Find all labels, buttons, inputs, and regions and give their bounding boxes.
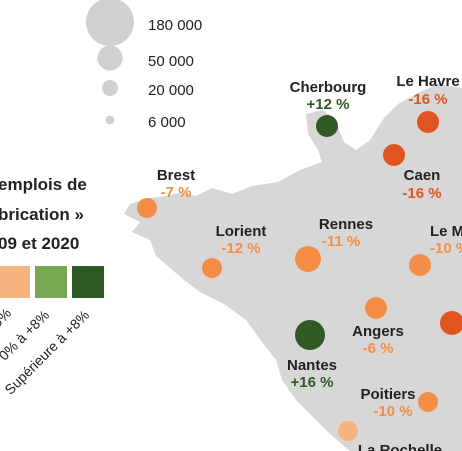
- city-marker-angers: [365, 297, 387, 319]
- size-legend: 180 000 50 000 20 000 6 000: [86, 0, 202, 131]
- size-legend-label: 50 000: [148, 53, 194, 70]
- city-marker-brest: [137, 198, 157, 218]
- city-marker-lorient: [202, 258, 222, 278]
- size-legend-label: 180 000: [148, 17, 202, 34]
- france-northwest-landmass: [124, 84, 462, 451]
- city-name: Caen: [404, 167, 441, 184]
- color-legend: emplois de brication » 09 et 2020 0% 0% …: [0, 175, 104, 398]
- size-legend-circle-180000: [86, 0, 134, 46]
- legend-swatch: [0, 266, 30, 298]
- city-change: -10 %: [373, 403, 412, 420]
- city-marker-unlabeled: [440, 311, 462, 335]
- city-name: Cherbourg: [290, 79, 367, 96]
- city-change: -11 %: [322, 233, 360, 250]
- city-change: -16 %: [402, 185, 441, 202]
- city-marker-poitiers: [418, 392, 438, 412]
- city-marker-caen: [383, 144, 405, 166]
- city-name: Le M: [430, 223, 462, 240]
- city-change: -6 %: [363, 340, 394, 357]
- size-legend-label: 20 000: [148, 82, 194, 99]
- city-marker-le-havre: [417, 111, 439, 133]
- city-change: -10 %: [430, 240, 462, 257]
- city-name: Nantes: [287, 357, 337, 374]
- legend-swatch-label: 0%: [0, 305, 14, 331]
- city-name: La Rochelle: [358, 442, 442, 451]
- city-name: Angers: [352, 323, 404, 340]
- size-legend-circle-50000: [97, 45, 123, 71]
- city-marker-la-rochelle: [338, 421, 358, 441]
- city-name: Brest: [157, 167, 195, 184]
- legend-swatch: [35, 266, 67, 298]
- legend-swatch: [72, 266, 104, 298]
- city-change: +16 %: [291, 374, 334, 391]
- city-labels: Cherbourg +12 % Le Havre -16 % Caen -16 …: [157, 73, 462, 451]
- city-name: Le Havre: [396, 73, 459, 90]
- size-legend-circle-20000: [102, 80, 118, 96]
- city-change: -16 %: [408, 91, 447, 108]
- city-change: -12 %: [221, 240, 260, 257]
- legend-title-line: emplois de: [0, 175, 87, 194]
- land-shape: [124, 84, 462, 451]
- city-name: Poitiers: [360, 386, 415, 403]
- city-change: -7 %: [161, 184, 192, 201]
- size-legend-label: 6 000: [148, 114, 186, 131]
- city-name: Lorient: [216, 223, 267, 240]
- city-marker-cherbourg: [316, 115, 338, 137]
- city-change: +12 %: [307, 96, 350, 113]
- legend-title-line: 09 et 2020: [0, 234, 79, 253]
- city-name: Rennes: [319, 216, 373, 233]
- city-marker-nantes: [295, 320, 325, 350]
- legend-title-line: brication »: [0, 205, 84, 224]
- city-marker-rennes: [295, 246, 321, 272]
- city-marker-le-m: [409, 254, 431, 276]
- city-markers: [137, 111, 462, 441]
- size-legend-circle-6000: [105, 115, 115, 125]
